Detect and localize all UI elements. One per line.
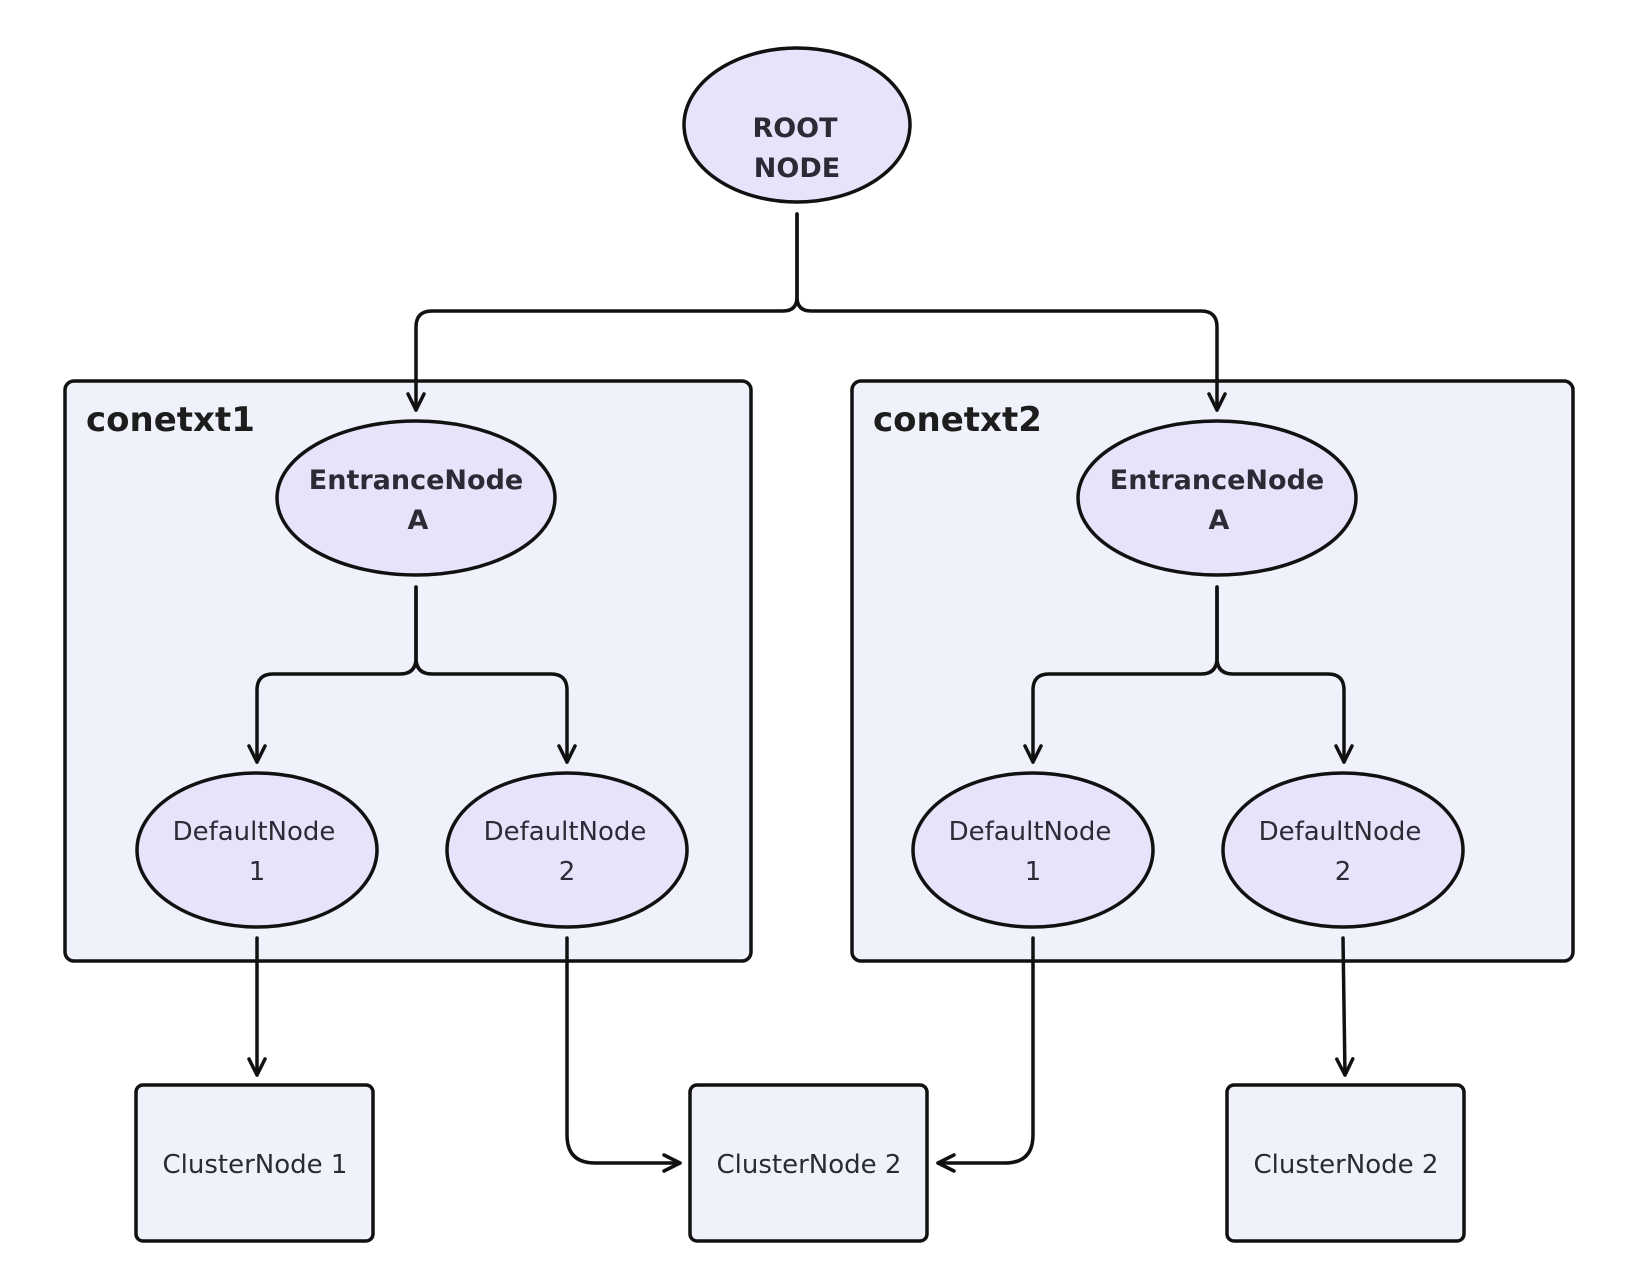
cluster-node-3-box (1225, 1083, 1466, 1243)
entrance-node-2-shape (1076, 419, 1358, 577)
root-node: ROOT NODE (682, 46, 912, 204)
cluster-node-3-label: ClusterNode 2 (1254, 1150, 1439, 1180)
default-node-2-2-label-line1: DefaultNode (1259, 817, 1422, 847)
cluster-node-1-label: ClusterNode 1 (163, 1150, 348, 1180)
entrance-node-1-shape (275, 419, 557, 577)
default-node-2-1: DefaultNode 1 (911, 771, 1155, 929)
default-node-1-1-label-line2: 1 (249, 857, 266, 887)
edge-entrance-1-to-default-2 (414, 585, 577, 764)
default-node-1-2-label-line1: DefaultNode (484, 817, 647, 847)
entrance-node-2: EntranceNode A (1076, 419, 1358, 577)
default-node-2-1-label-line2: 1 (1025, 857, 1042, 887)
context-group-2-title: conetxt2 (873, 400, 1042, 440)
default-node-1-1-shape (135, 771, 379, 929)
cluster-node-2-box (688, 1083, 929, 1243)
default-node-1-1: DefaultNode 1 (135, 771, 379, 929)
cluster-node-3: ClusterNode 2 (1225, 1083, 1466, 1243)
default-node-2-2: DefaultNode 2 (1221, 771, 1465, 929)
entrance-node-1-label-line2: A (408, 505, 429, 536)
entrance-node-1: EntranceNode A (275, 419, 557, 577)
default-node-2-2-shape (1221, 771, 1465, 929)
edge-default-1-2-to-cluster-2 (565, 936, 682, 1173)
default-node-2-1-label-line1: DefaultNode (949, 817, 1112, 847)
root-node-shape (682, 46, 912, 204)
cluster-node-1-box (134, 1083, 375, 1243)
context-group-1-title: conetxt1 (86, 400, 255, 440)
default-node-1-2: DefaultNode 2 (445, 771, 689, 929)
cluster-node-2-label: ClusterNode 2 (717, 1150, 902, 1180)
edge-root-to-entrance-2 (795, 212, 1227, 412)
edge-entrance-2-to-default-2 (1215, 585, 1354, 764)
default-node-2-2-label-line2: 2 (1335, 857, 1352, 887)
edge-default-2-1-to-cluster-2 (936, 936, 1035, 1173)
entrance-node-2-label-line2: A (1209, 505, 1230, 536)
root-node-label-line2: NODE (754, 153, 840, 184)
cluster-node-1: ClusterNode 1 (134, 1083, 375, 1243)
default-node-1-1-label-line1: DefaultNode (173, 817, 336, 847)
default-node-2-1-shape (911, 771, 1155, 929)
entrance-node-1-label-line1: EntranceNode (309, 465, 523, 496)
entrance-node-2-label-line1: EntranceNode (1110, 465, 1324, 496)
default-node-1-2-label-line2: 2 (559, 857, 576, 887)
cluster-node-2: ClusterNode 2 (688, 1083, 929, 1243)
edge-default-2-2-to-cluster-3 (1335, 936, 1355, 1077)
root-node-label-line1: ROOT (752, 113, 838, 144)
edges (247, 212, 1355, 1173)
default-node-1-2-shape (445, 771, 689, 929)
